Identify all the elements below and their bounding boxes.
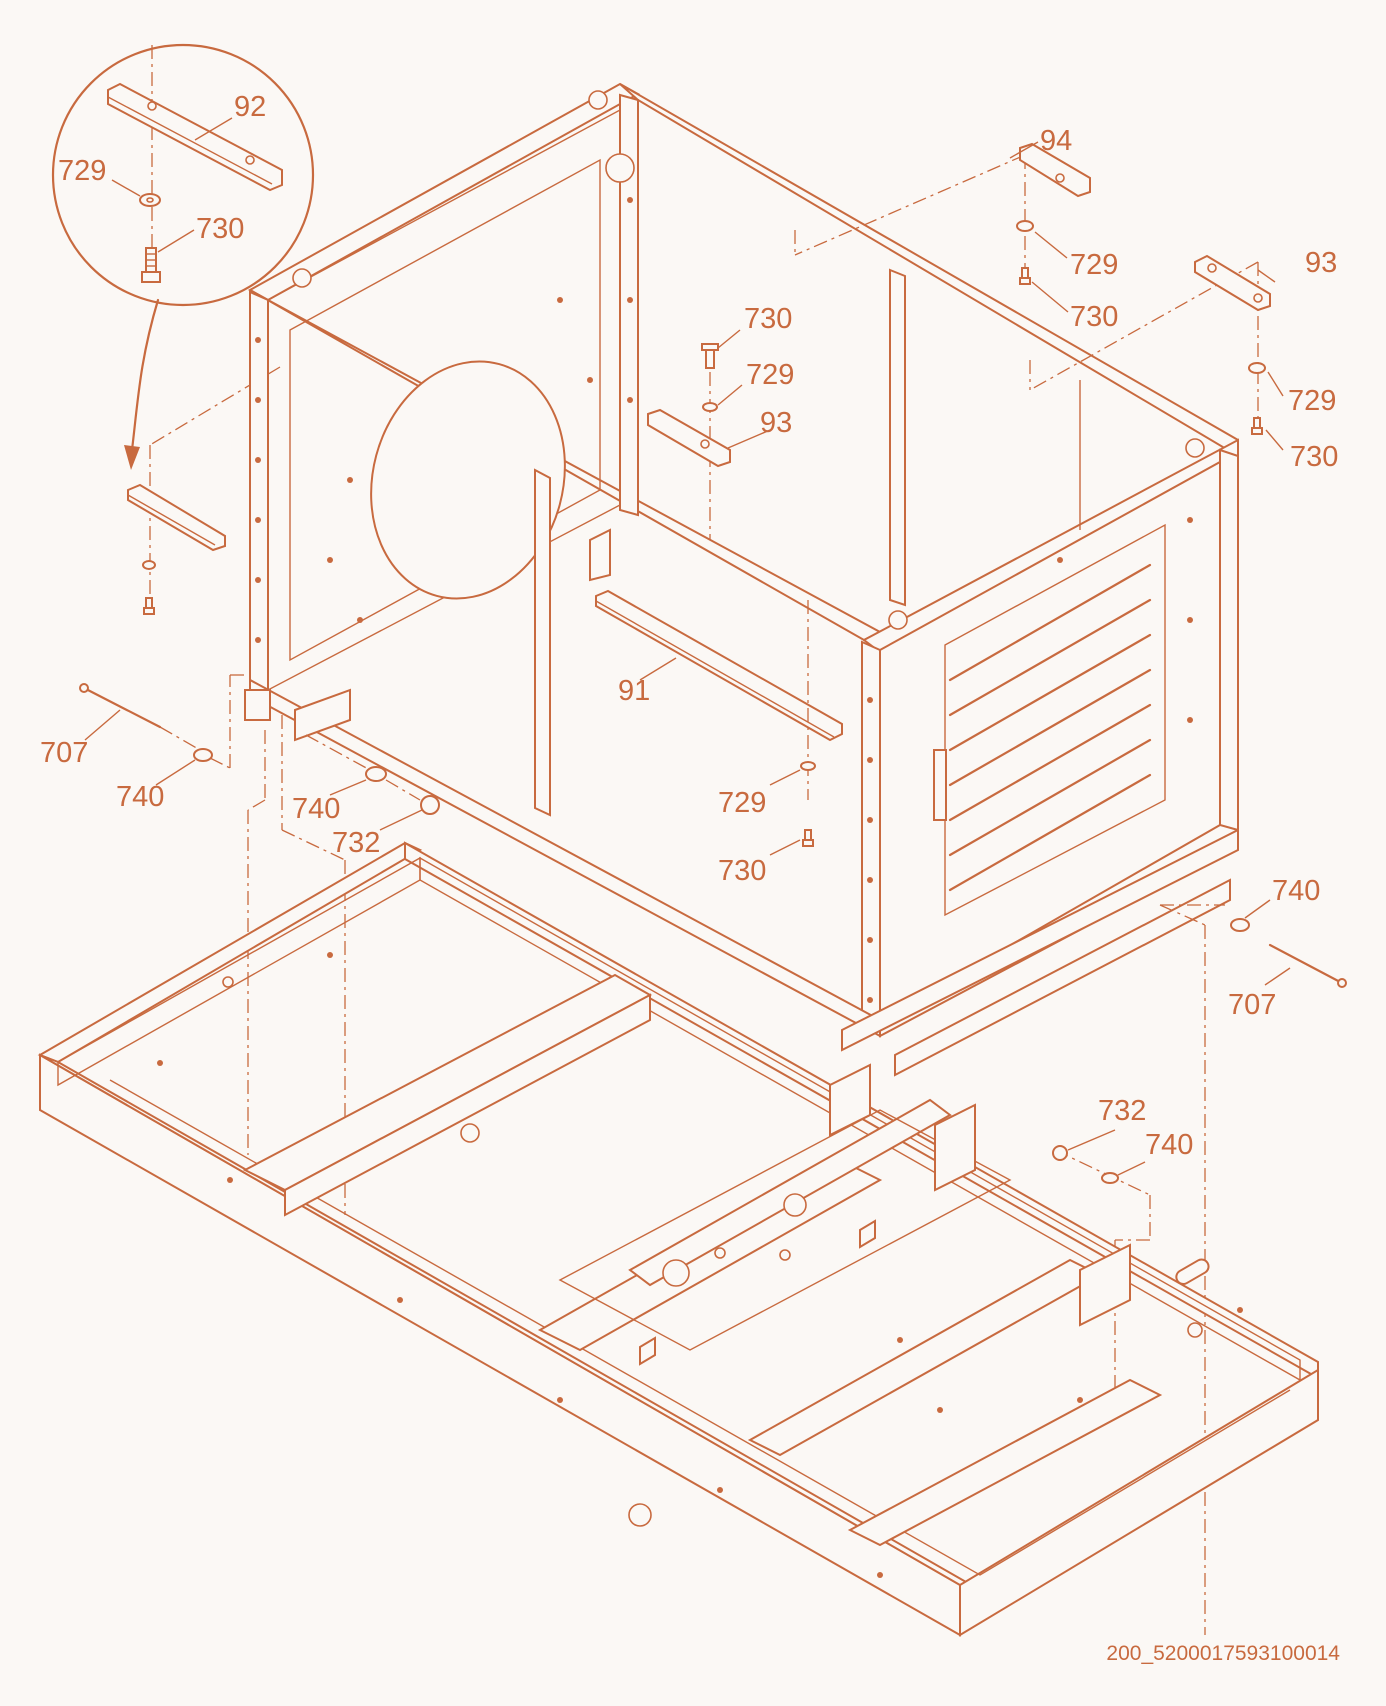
callout-730-detail: 730 — [196, 213, 244, 245]
louver-grille — [948, 563, 1152, 892]
callout-730-lower: 730 — [718, 855, 766, 887]
callout-91: 91 — [618, 675, 650, 707]
callout-740-mid: 740 — [292, 793, 340, 825]
callout-94: 94 — [1040, 125, 1072, 157]
callout-707-right: 707 — [1228, 989, 1276, 1021]
callout-93-right: 93 — [1305, 247, 1337, 279]
callout-labels: 92 729 730 94 729 730 93 729 730 730 729… — [40, 91, 1338, 1161]
fasteners-left — [79, 674, 440, 1215]
callout-92: 92 — [234, 91, 266, 123]
parts-94-93-right — [794, 142, 1271, 435]
callout-729-top: 729 — [1070, 249, 1118, 281]
detail-circle — [51, 43, 315, 470]
callout-732-mid: 732 — [332, 827, 380, 859]
callout-730-top: 730 — [1070, 301, 1118, 333]
part-93-center — [647, 343, 816, 847]
upper-cabinet-frame — [244, 82, 1239, 1077]
side-bar-left — [127, 366, 281, 615]
fasteners-right — [1052, 904, 1347, 1635]
callout-740-left: 740 — [116, 781, 164, 813]
callout-729-detail: 729 — [58, 155, 106, 187]
base-frame — [37, 841, 1319, 1637]
callout-707-left: 707 — [40, 737, 88, 769]
leader-lines — [84, 117, 1291, 1176]
callout-730-center: 730 — [744, 303, 792, 335]
callout-740-right: 740 — [1272, 875, 1320, 907]
callout-93-center: 93 — [760, 407, 792, 439]
callout-729-lower: 729 — [718, 787, 766, 819]
callout-729-center: 729 — [746, 359, 794, 391]
callout-730-right: 730 — [1290, 441, 1338, 473]
callout-740-base: 740 — [1145, 1129, 1193, 1161]
callout-729-right: 729 — [1288, 385, 1336, 417]
drawing-code: 200_5200017593100014 — [1106, 1642, 1340, 1665]
callout-732-base: 732 — [1098, 1095, 1146, 1127]
